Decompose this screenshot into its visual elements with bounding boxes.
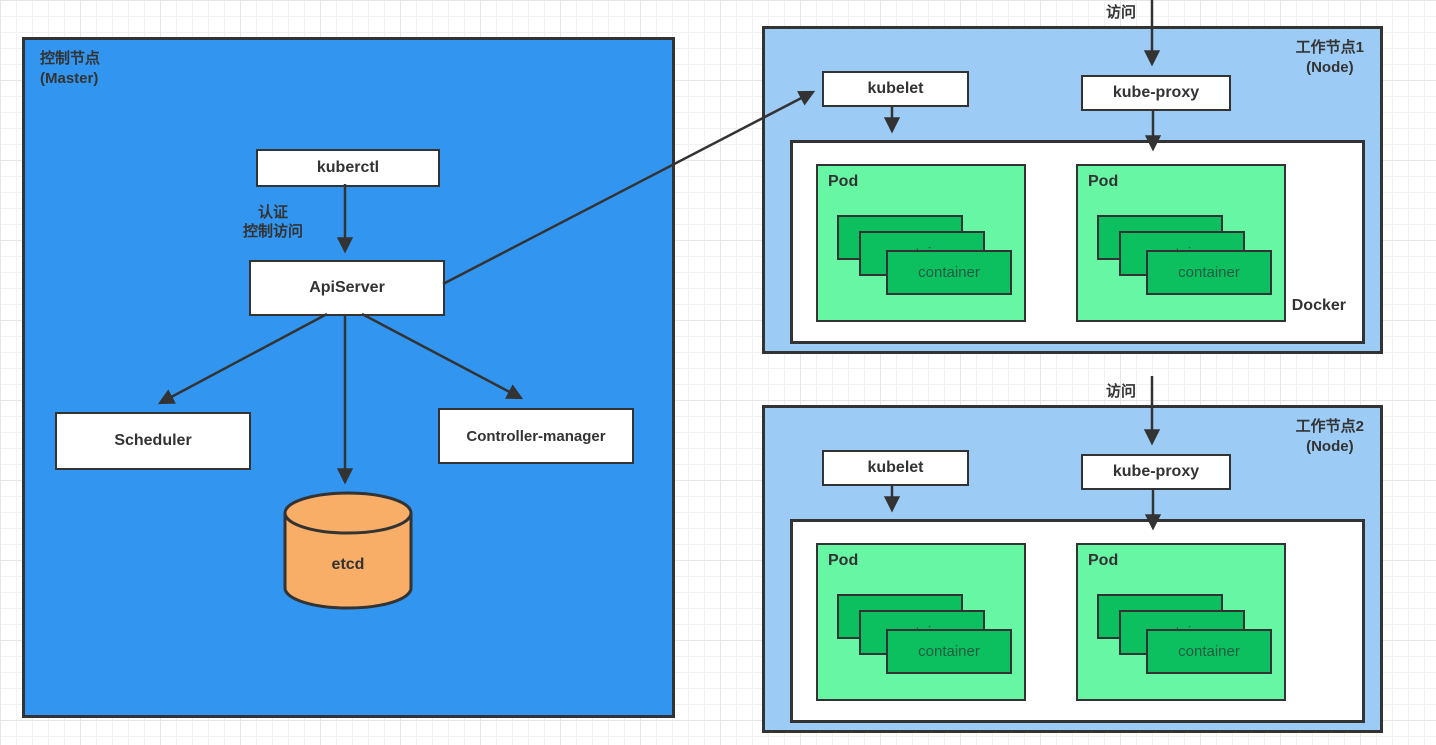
pod-label: Pod [1088,552,1119,569]
pod-label: Pod [828,552,859,569]
master-node-box: 控制节点 (Master) kuberctl 认证 控制访问 ApiServer… [22,37,675,718]
master-title-line1: 控制节点 [40,50,101,67]
kuberctl-label: kuberctl [316,159,380,176]
kubelet-box-node1: kubelet [822,71,969,107]
pod-box: Pod container container container [816,164,1026,322]
access-label-node2: 访问 [1105,383,1136,400]
etcd-cylinder: etcd [283,490,413,612]
worker-node1-title: 工作节点1 (Node) [1296,38,1364,78]
apiserver-label: ApiServer [309,279,385,296]
worker-node1-box: 工作节点1 (Node) kubelet kube-proxy Pod cont… [762,26,1383,354]
scheduler-label: Scheduler [114,432,192,449]
pod-box: Pod container container container [1076,164,1286,322]
pod-box: Pod container container container [816,543,1026,701]
controller-manager-label: Controller-manager [466,427,606,445]
worker-node1-title-line2: (Node) [1306,59,1354,76]
master-title: 控制节点 (Master) [40,49,100,89]
kubelet-label-node1: kubelet [867,80,924,97]
worker-node2-box: 工作节点2 (Node) kubelet kube-proxy Pod cont… [762,405,1383,733]
worker-node2-title-line2: (Node) [1306,438,1354,455]
container-box: container [1146,629,1272,674]
kube-proxy-box-node1: kube-proxy [1081,75,1231,111]
runtime-box-node2: Pod container container container Pod co… [790,519,1365,723]
worker-node2-title: 工作节点2 (Node) [1296,417,1364,457]
pod-box: Pod container container container [1076,543,1286,701]
container-box: container [1146,250,1272,295]
container-box: container [886,629,1012,674]
kuberctl-box: kuberctl [256,149,440,187]
container-label: container [918,643,980,660]
worker-node1-title-line1: 工作节点1 [1295,39,1364,56]
kubelet-box-node2: kubelet [822,450,969,486]
kube-proxy-box-node2: kube-proxy [1081,454,1231,490]
docker-box-node1: Pod container container container Pod co… [790,140,1365,344]
apiserver-box: ApiServer [249,260,445,316]
auth-annotation-line2: 控制访问 [242,223,303,240]
kubelet-label-node2: kubelet [867,459,924,476]
controller-manager-box: Controller-manager [438,408,634,464]
container-box: container [886,250,1012,295]
auth-annotation-line1: 认证 [257,204,288,221]
kube-proxy-label-node2: kube-proxy [1112,463,1200,480]
kube-proxy-label-node1: kube-proxy [1112,84,1200,101]
etcd-label: etcd [331,556,365,573]
access-label-node1: 访问 [1105,4,1136,21]
worker-node2-title-line1: 工作节点2 [1295,418,1364,435]
etcd-cylinder-shape [283,491,413,610]
container-label: container [918,264,980,281]
master-title-line2: (Master) [40,70,99,87]
docker-label: Docker [1291,297,1346,314]
container-label: container [1178,264,1240,281]
auth-annotation: 认证 控制访问 [218,203,328,241]
pod-label: Pod [828,173,859,190]
container-label: container [1178,643,1240,660]
scheduler-box: Scheduler [55,412,251,470]
pod-label: Pod [1088,173,1119,190]
